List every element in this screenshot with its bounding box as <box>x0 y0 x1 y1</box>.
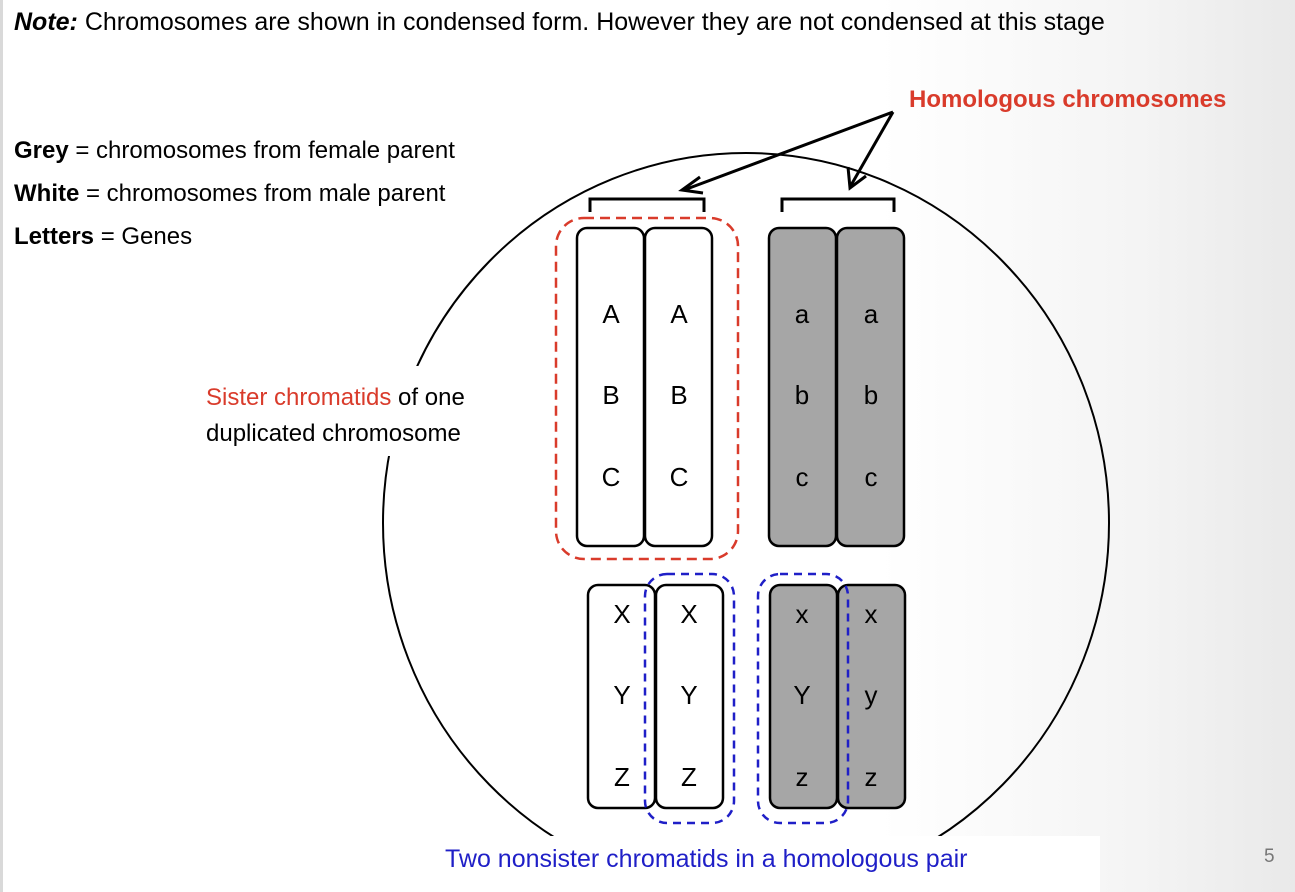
gene-letter: B <box>670 380 687 410</box>
legend-white: White = chromosomes from male parent <box>14 180 445 208</box>
gene-letter: b <box>795 380 809 410</box>
nonsister-outline-right <box>756 572 850 825</box>
legend-term: Letters <box>14 223 95 250</box>
gene-letter: C <box>602 462 621 492</box>
chromatid-grey-top-right <box>835 226 906 548</box>
legend-term: Grey <box>14 137 69 164</box>
gene-letter: B <box>602 380 619 410</box>
homologous-chromosomes-label: Homologous chromosomes <box>909 86 1227 113</box>
gene-letter: c <box>865 462 878 492</box>
legend-desc: = chromosomes from female parent <box>68 137 455 164</box>
sister-chromatids-outline <box>554 216 740 561</box>
chromatid-grey-bottom-right <box>836 583 907 810</box>
label-mask <box>400 836 1100 892</box>
label-mask <box>196 366 526 456</box>
arrow-to-right-bracket <box>848 111 895 188</box>
gene-letter: A <box>670 299 688 329</box>
gene-letter: Y <box>793 680 810 710</box>
gene-letter: Z <box>614 762 630 792</box>
legend-desc: = Genes <box>94 223 193 250</box>
sister-chromatids-rest: of one <box>391 384 465 411</box>
gene-letter: x <box>865 599 878 629</box>
sister-chromatids-line2: duplicated chromosome <box>206 420 461 447</box>
gene-letter: a <box>864 299 879 329</box>
nonsister-outline-left <box>643 572 736 825</box>
chromatid-white-top-right <box>643 226 714 548</box>
gene-letter: Z <box>681 762 697 792</box>
note-text: Note: Chromosomes are shown in condensed… <box>14 8 1105 37</box>
page-number: 5 <box>1264 846 1275 867</box>
legend-letters: Letters = Genes <box>14 223 192 251</box>
bracket-right <box>780 197 896 212</box>
gene-letter: x <box>796 599 809 629</box>
arrowhead <box>678 175 704 195</box>
gene-letter: y <box>865 680 878 710</box>
gene-letter: A <box>602 299 620 329</box>
bracket-left <box>588 197 706 212</box>
gene-letter: Y <box>613 680 630 710</box>
arrow-to-left-bracket <box>683 110 894 192</box>
gene-letter: c <box>796 462 809 492</box>
note-label: Note: <box>14 8 78 36</box>
gene-letter: z <box>796 762 809 792</box>
slide-edge <box>0 0 3 892</box>
gene-letter: C <box>670 462 689 492</box>
gene-letter: Y <box>680 680 697 710</box>
gene-letter: X <box>680 599 697 629</box>
legend-term: White <box>14 180 80 207</box>
gene-letter: a <box>795 299 810 329</box>
cell-membrane <box>382 152 1110 892</box>
chromatid-white-bottom-right <box>654 583 725 810</box>
sister-chromatids-term: Sister chromatids <box>206 384 392 411</box>
note-body: Chromosomes are shown in condensed form.… <box>77 8 1105 36</box>
gene-letter: z <box>865 762 878 792</box>
legend-desc: = chromosomes from male parent <box>79 180 446 207</box>
legend-grey: Grey = chromosomes from female parent <box>14 137 455 165</box>
nonsister-chromatids-label: Two nonsister chromatids in a homologous… <box>445 845 968 873</box>
arrowhead <box>846 166 867 191</box>
gene-letter: b <box>864 380 878 410</box>
sister-chromatids-label: Sister chromatids of one duplicated chro… <box>206 380 465 452</box>
gene-letter: X <box>613 599 630 629</box>
